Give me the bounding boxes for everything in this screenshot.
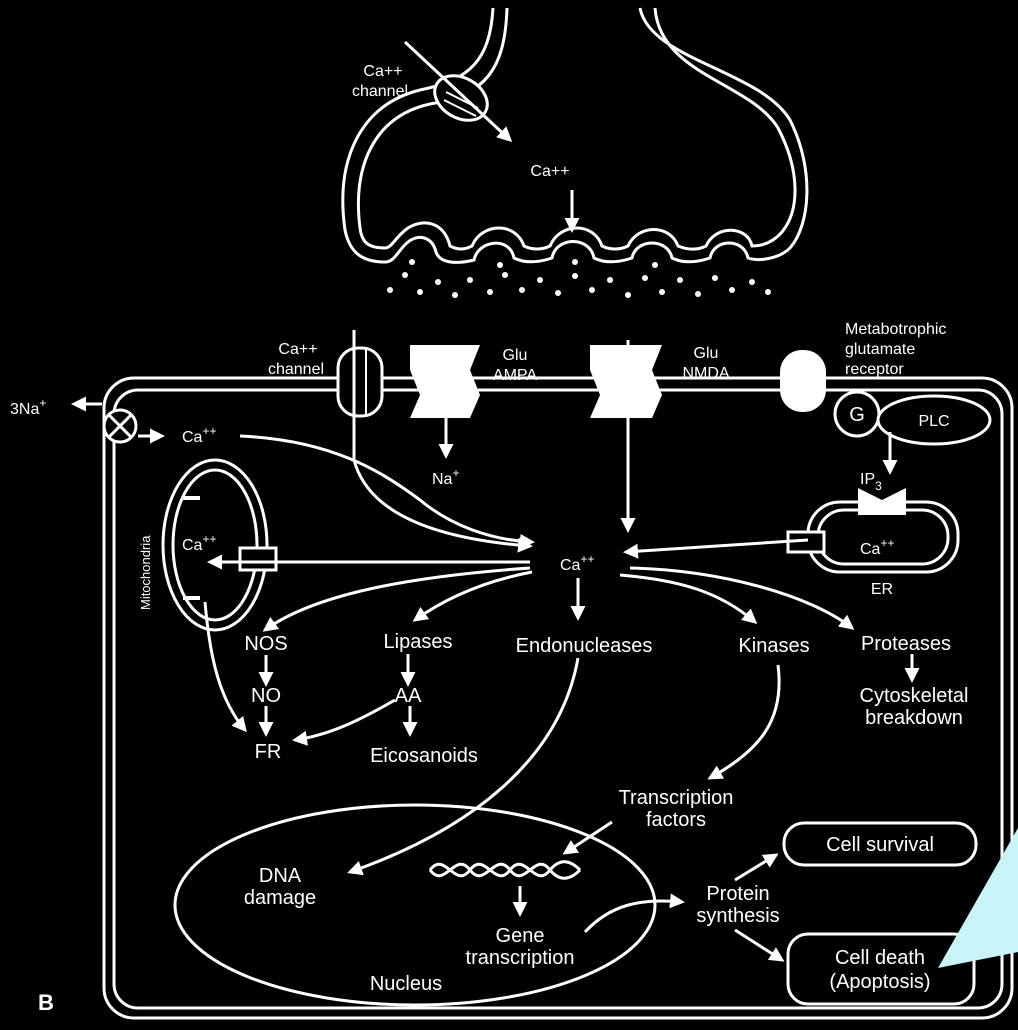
post-ca-channel-label-1: Ca++ [278,341,317,358]
presynaptic-ca-channel [427,67,495,130]
g-protein-label: G [849,404,865,426]
endoplasmic-reticulum [788,488,958,572]
glu-nmda-label-2: NMDA [682,365,729,382]
gene-transcription-label-2: transcription [466,947,575,969]
mitochondria-label: Mitochondria [138,535,153,610]
pre-ca-label: Ca++ [530,163,569,180]
ip3-label: IP3 [860,471,882,493]
nmda-receptor [590,345,662,418]
pre-ca-channel-label-1: Ca++ [363,63,402,80]
na-in-label: Na+ [432,466,459,488]
cytoskeletal-label-1: Cytoskeletal [860,685,969,707]
cell-survival-label: Cell survival [826,834,934,856]
center-ca-label: Ca++ [560,552,594,574]
post-ca-channel-label-2: channel [268,361,324,378]
presynaptic-terminal [343,8,807,262]
kinases-label: Kinases [738,635,809,657]
ca-in-left-label: Ca++ [182,424,216,446]
glu-ampa-label-1: Glu [503,347,528,364]
aa-label: AA [395,685,422,707]
protein-synthesis-label-1: Protein [706,883,769,905]
nos-label: NOS [244,633,287,655]
pointer-triangle [938,828,1018,968]
pre-ca-channel-label-2: channel [352,83,408,100]
er-ca-label: Ca++ [860,536,894,558]
endonucleases-label: Endonucleases [516,635,653,657]
dna-damage-label-1: DNA [259,865,302,887]
glutamate-vesicles [387,259,771,298]
er-label: ER [871,581,893,598]
metabotropic-receptor [780,350,826,412]
mito-ca-label: Ca++ [182,532,216,554]
mglur-label-1: Metabotrophic [845,321,946,338]
transcription-factors-label-2: factors [646,809,706,831]
ip3-receptor [858,488,906,515]
protein-synthesis-label-2: synthesis [696,905,779,927]
gene-transcription-label-1: Gene [496,925,545,947]
no-label: NO [251,685,281,707]
mglur-label-3: receptor [845,361,904,378]
cell-death-label-2: (Apoptosis) [829,971,930,993]
transcription-factors-label-1: Transcription [619,787,734,809]
cytoskeletal-label-2: breakdown [865,707,963,729]
lipases-label: Lipases [384,631,453,653]
dna-damage-label-2: damage [244,887,316,909]
mglur-label-2: glutamate [845,341,915,358]
cell-death-box [788,934,974,1004]
na-exchange-label: 3Na+ [10,396,46,418]
cell-death-label-1: Cell death [835,947,925,969]
glu-ampa-label-2: AMPA [493,367,537,384]
proteases-label: Proteases [861,633,951,655]
fr-label: FR [255,741,282,763]
plc-label: PLC [918,413,949,430]
postsynaptic-ca-channel [338,348,382,416]
mitochondria [163,460,276,630]
eicosanoids-label: Eicosanoids [370,745,478,767]
panel-label: B [38,990,54,1015]
nucleus-label: Nucleus [370,973,442,995]
glu-nmda-label-1: Glu [694,345,719,362]
